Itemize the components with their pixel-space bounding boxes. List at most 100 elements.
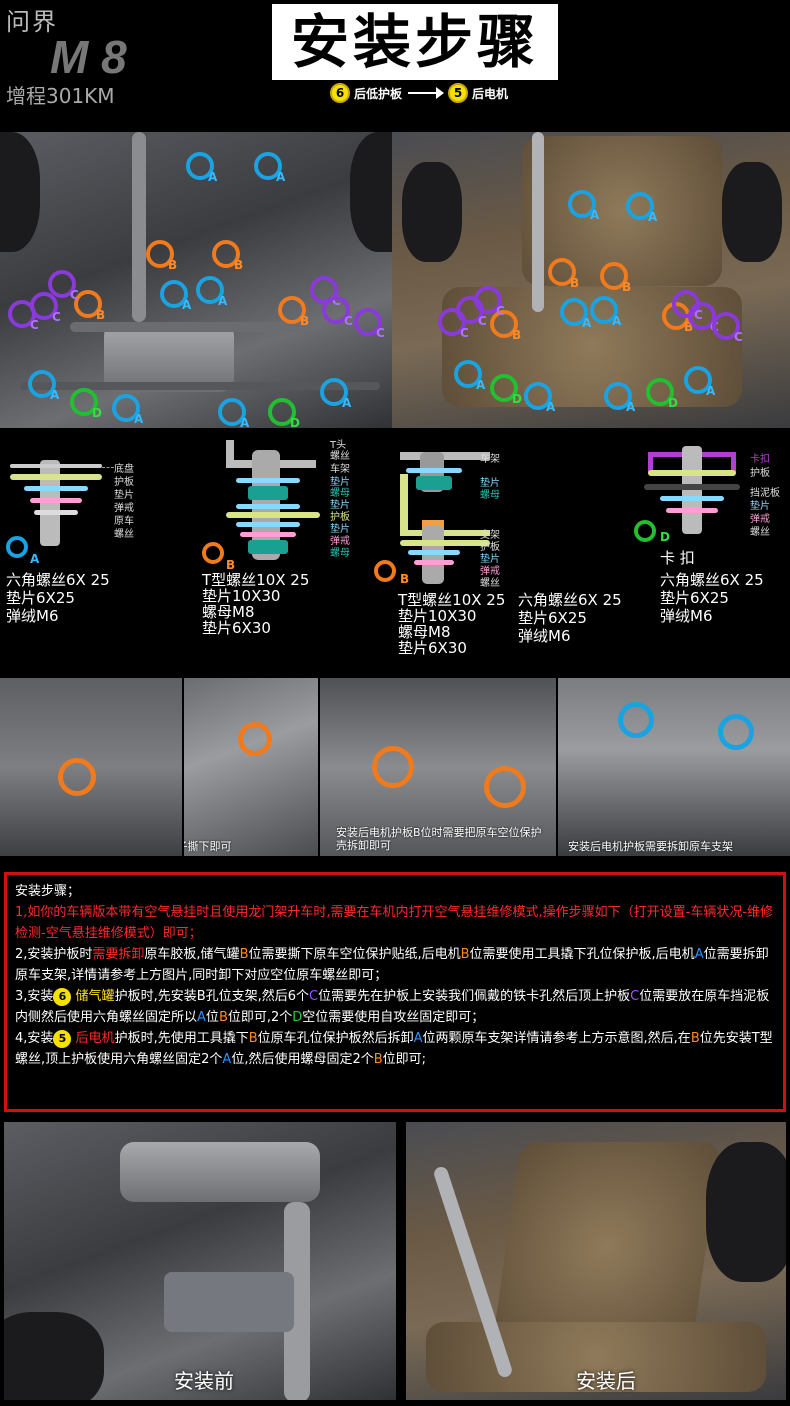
marker-a-4	[160, 280, 188, 308]
marker-letter-c-9: C	[52, 310, 61, 324]
diagram-b-spec-3: 垫片6X30	[202, 619, 271, 637]
marker-c-30	[438, 308, 466, 336]
diagram-d-spec-1: 垫片6X25	[660, 589, 729, 607]
marker-letter-b-7: B	[300, 314, 310, 328]
marker-b-legend-2-letter: B	[400, 572, 410, 586]
fastener-diagram-a: 底盘 护板 垫片 弹戒 原车 螺丝 A 六角螺丝6X 25 垫片6X25 弹绒M…	[0, 440, 190, 640]
marker-a-5	[196, 276, 224, 304]
marker-letter-b-26: B	[512, 328, 522, 342]
marker-c-13	[354, 308, 382, 336]
diagram-c-label-5: 垫片	[480, 554, 500, 565]
diagram-b-label-1: 螺丝	[330, 451, 350, 462]
flow-from-label: 后低护板	[354, 86, 403, 101]
marker-letter-a-16: A	[134, 412, 144, 426]
diagram-d-label-3: 垫片	[750, 501, 770, 512]
marker-letter-a-25: A	[612, 314, 622, 328]
marker-a-16	[112, 394, 140, 422]
photo-after-install: 安装后	[406, 1122, 786, 1400]
caption-motor-a: 安装后电机护板需要拆卸原车支架	[568, 840, 733, 853]
marker-letter-c-8: C	[70, 288, 79, 302]
step-1: 1,如你的车辆版本带有空气悬挂时且使用龙门架升车时,需要在车机内打开空气悬挂维修…	[15, 905, 774, 941]
marker-letter-a-5: A	[218, 294, 228, 308]
marker-c-8	[48, 270, 76, 298]
diagram-b-label-7: 垫片	[330, 524, 350, 535]
marker-letter-a-20: A	[590, 208, 600, 222]
marker-letter-d-18: D	[290, 416, 300, 430]
diagram-b-spec-1: 垫片10X30	[202, 587, 281, 605]
diagram-c-label-3: 支架	[480, 530, 500, 541]
marker-a-20	[568, 190, 596, 218]
diagram-a-spec-2: 弹绒M6	[6, 607, 59, 625]
brand-variant: 增程301KM	[6, 84, 115, 108]
diagram-d-label-4: 弹戒	[750, 514, 770, 525]
marker-letter-d-15: D	[92, 406, 102, 420]
diagram-b-label-9: 螺母	[330, 548, 350, 559]
marker-letter-b-23: B	[622, 280, 632, 294]
diagram-a-label-2: 垫片	[114, 490, 134, 501]
diagram-a-label-1: 护板	[114, 477, 134, 488]
diagram-b-spec-2: 螺母M8	[202, 603, 255, 621]
marker-letter-b-27: B	[684, 320, 694, 334]
diagram-d-spec-0: 六角螺丝6X 25	[660, 571, 764, 589]
marker-letter-a-37: A	[626, 400, 636, 414]
diagram-b-label-0: T头	[330, 440, 347, 451]
marker-d-18	[268, 398, 296, 426]
arrow-right-icon	[408, 87, 445, 99]
marker-a-17	[218, 398, 246, 426]
marker-letter-c-13: C	[376, 326, 385, 340]
label-before: 安装前	[174, 1369, 234, 1393]
marker-a-legend	[6, 536, 28, 558]
diagram-d-label-5: 螺丝	[750, 527, 770, 538]
marker-letter-a-39: A	[706, 384, 716, 398]
diagram-a-spec-0: 六角螺丝6X 25	[6, 571, 110, 589]
diagram-d-spec-2: 弹绒M6	[660, 607, 713, 625]
diagram-a-spec-1: 垫片6X25	[6, 589, 75, 607]
marker-b-3	[212, 240, 240, 268]
diagram-b-label-6: 护板	[330, 512, 350, 523]
marker-letter-b-22: B	[570, 276, 580, 290]
marker-letter-c-28: C	[496, 304, 505, 318]
caption-motor-b: 安装后电机护板B位时需要把原车空位保护壳拆卸即可	[336, 826, 542, 852]
marker-letter-c-29: C	[478, 314, 487, 328]
marker-letter-a-17: A	[240, 416, 250, 430]
detail-photo-air-tank	[0, 678, 182, 856]
marker-letter-a-24: A	[582, 316, 592, 330]
marker-letter-a-4: A	[182, 298, 192, 312]
marker-c-33	[712, 312, 740, 340]
install-flow: 6 后低护板 5 后电机	[330, 82, 508, 104]
marker-a-0	[186, 152, 214, 180]
diagram-d-title: 卡 扣	[660, 549, 695, 567]
marker-letter-c-12: C	[344, 314, 353, 328]
marker-letter-b-3: B	[234, 258, 244, 272]
marker-d-38	[646, 378, 674, 406]
marker-letter-a-19: A	[342, 396, 352, 410]
detail-photo-air-tank-2: 储气罐B位安装支架前需要把原车贴子撕下即可	[184, 678, 318, 856]
flow-to-label: 后电机	[472, 86, 509, 101]
marker-b-legend-letter: B	[226, 558, 236, 572]
install-steps: 安装步骤； 1,如你的车辆版本带有空气悬挂时且使用龙门架升车时,需要在车机内打开…	[4, 872, 786, 1112]
marker-d-35	[490, 374, 518, 402]
flow-from-number: 6	[330, 83, 350, 103]
diagram-b-spec-0: T型螺丝10X 25	[202, 571, 310, 589]
marker-b-22	[548, 258, 576, 286]
diagram-c-spec-right-2: 弹绒M6	[518, 627, 571, 645]
marker-d-legend-letter: D	[660, 530, 670, 544]
fastener-diagram-c: 车架 垫片 螺母 支架 护板 垫片 弹戒 螺丝 B T型螺丝10X 25 垫片1…	[370, 446, 640, 666]
marker-letter-b-2: B	[168, 258, 178, 272]
diagram-a-label-4: 原车	[114, 516, 134, 527]
marker-c-12	[322, 296, 350, 324]
marker-letter-b-6: B	[96, 308, 106, 322]
marker-letter-a-34: A	[476, 378, 486, 392]
marker-letter-a-0: A	[208, 170, 218, 184]
diagram-b-label-8: 弹戒	[330, 536, 350, 547]
marker-c-32	[688, 302, 716, 330]
marker-d-15	[70, 388, 98, 416]
caption-air-tank: 储气罐B位安装支架前需要把原车贴子撕下即可	[184, 840, 232, 853]
brand-model: M 8	[50, 31, 127, 83]
diagram-c-spec-left-1: 垫片10X30	[398, 607, 477, 625]
diagram-b-label-5: 垫片	[330, 500, 350, 511]
marker-letter-c-33: C	[734, 330, 743, 344]
marker-letter-d-35: D	[512, 392, 522, 406]
